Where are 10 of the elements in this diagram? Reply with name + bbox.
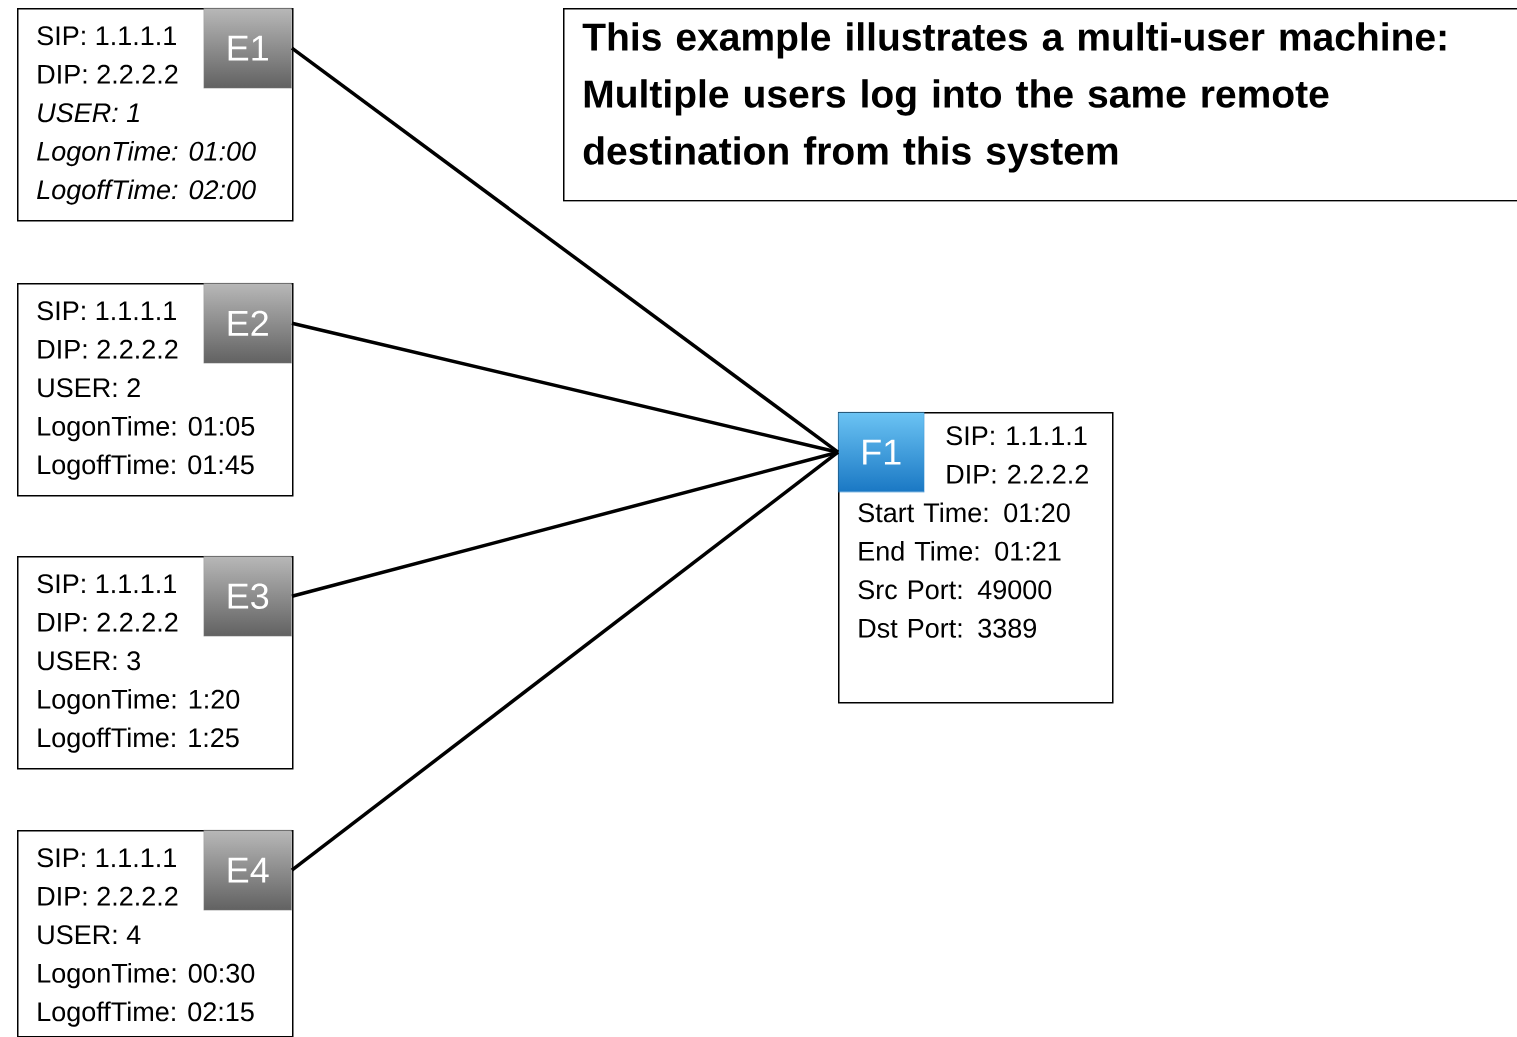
label-tag: E1	[203, 8, 292, 89]
label-tag: E4	[203, 830, 292, 911]
title-box: This example illustrates a multi-user machine: Multiple users log into the same remote destination from this system	[563, 8, 1517, 202]
connector-line	[290, 450, 840, 872]
connector-line	[291, 321, 839, 454]
connector-line	[290, 46, 840, 454]
label-tag: E2	[203, 283, 292, 364]
label-tag: F1	[838, 412, 925, 493]
label-tag: E3	[203, 556, 292, 637]
connector-line	[291, 450, 839, 598]
